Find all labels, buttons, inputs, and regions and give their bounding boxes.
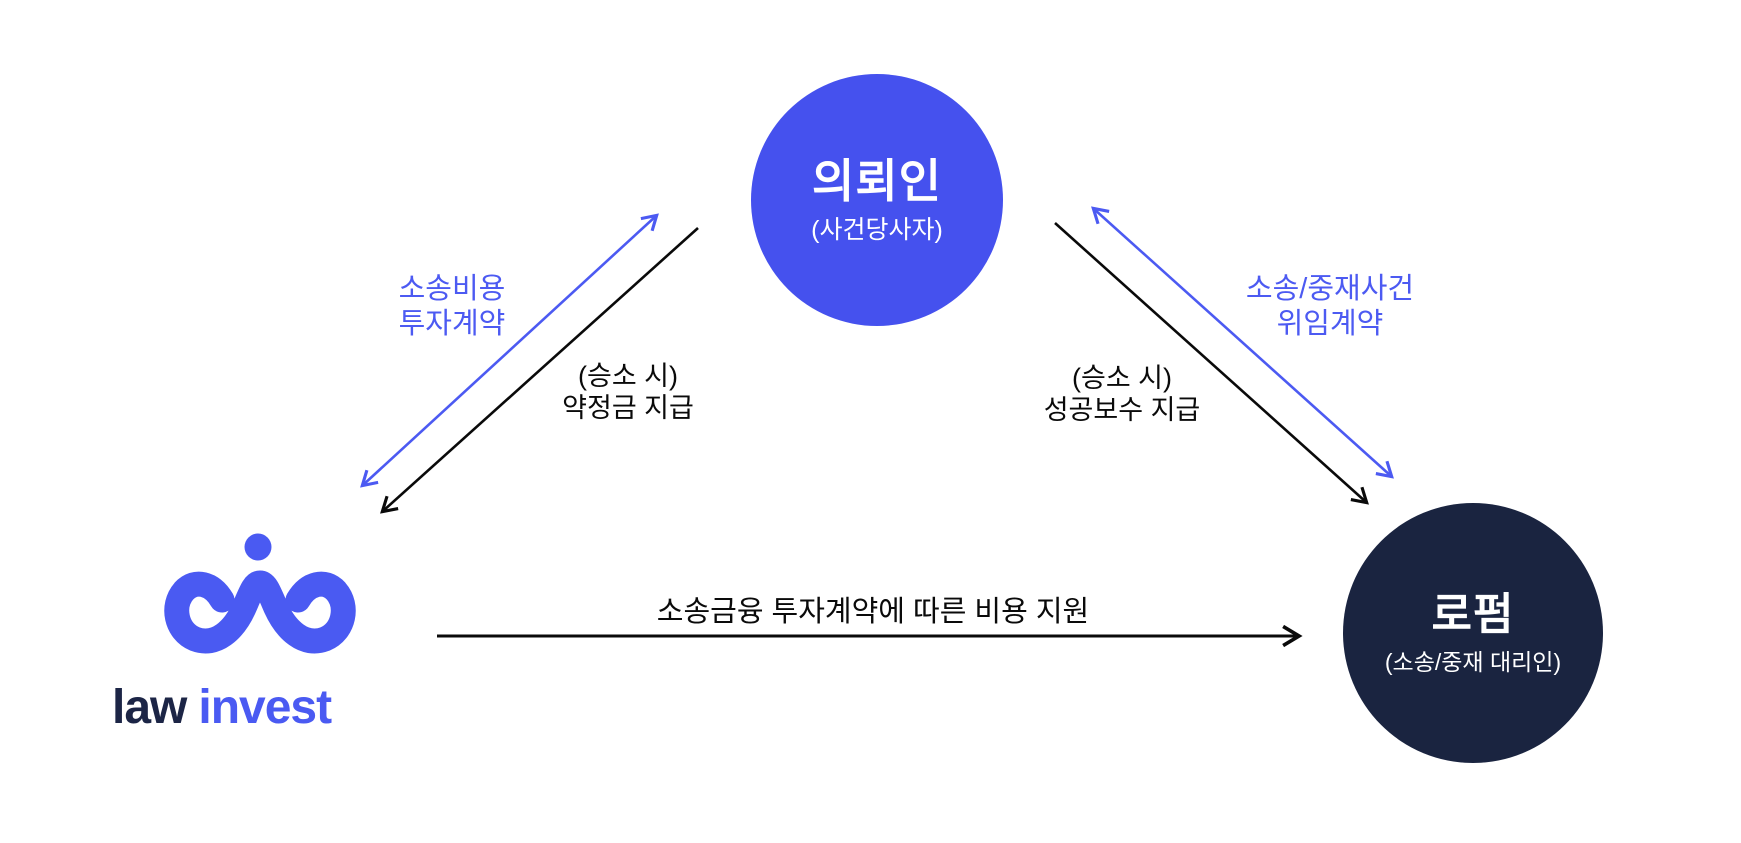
client-node-title: 의뢰인 bbox=[812, 154, 942, 207]
wordmark-law: law bbox=[112, 681, 187, 734]
edge-label-cost-support: 소송금융 투자계약에 따른 비용 지원 bbox=[656, 596, 1090, 628]
edge-label-line: (승소 시) bbox=[1071, 363, 1172, 393]
edge-label-line: 약정금 지급 bbox=[562, 393, 694, 424]
edge-label-line: 위임계약 bbox=[1276, 307, 1384, 340]
client-node-subtitle: (사건당사자) bbox=[811, 215, 943, 244]
edge-label-agreed-payment: (승소 시) 약정금 지급 bbox=[468, 360, 788, 425]
logo-infinity-icon bbox=[164, 570, 356, 654]
edge-label-line: 투자계약 bbox=[398, 307, 506, 340]
edge-label-delegation-contract: 소송/중재사건 위임계약 bbox=[1170, 272, 1490, 342]
edge-label-line: (승소 시) bbox=[577, 361, 678, 391]
lawfirm-node-subtitle: (소송/중재 대리인) bbox=[1384, 648, 1562, 675]
lawfirm-node: 로펌 (소송/중재 대리인) bbox=[1343, 503, 1603, 763]
arrow-investment-contract bbox=[360, 213, 659, 488]
lawinvest-logo-mark bbox=[164, 533, 356, 654]
logo-head-dot-icon bbox=[244, 533, 272, 561]
client-node: 의뢰인 (사건당사자) bbox=[751, 74, 1003, 326]
arrow-agreed-payment bbox=[380, 227, 699, 514]
edge-label-line: 소송/중재사건 bbox=[1245, 273, 1415, 305]
edge-label-investment-contract: 소송비용 투자계약 bbox=[292, 272, 612, 342]
wordmark-invest: invest bbox=[198, 681, 332, 734]
edge-label-line: 성공보수 지급 bbox=[1043, 395, 1201, 426]
arrow-delegation-contract bbox=[1091, 206, 1394, 479]
edge-label-line: 소송비용 bbox=[398, 273, 506, 305]
lawfirm-node-title: 로펌 bbox=[1431, 590, 1515, 640]
arrow-success-fee bbox=[1054, 222, 1369, 505]
edge-label-success-fee: (승소 시) 성공보수 지급 bbox=[962, 362, 1282, 427]
